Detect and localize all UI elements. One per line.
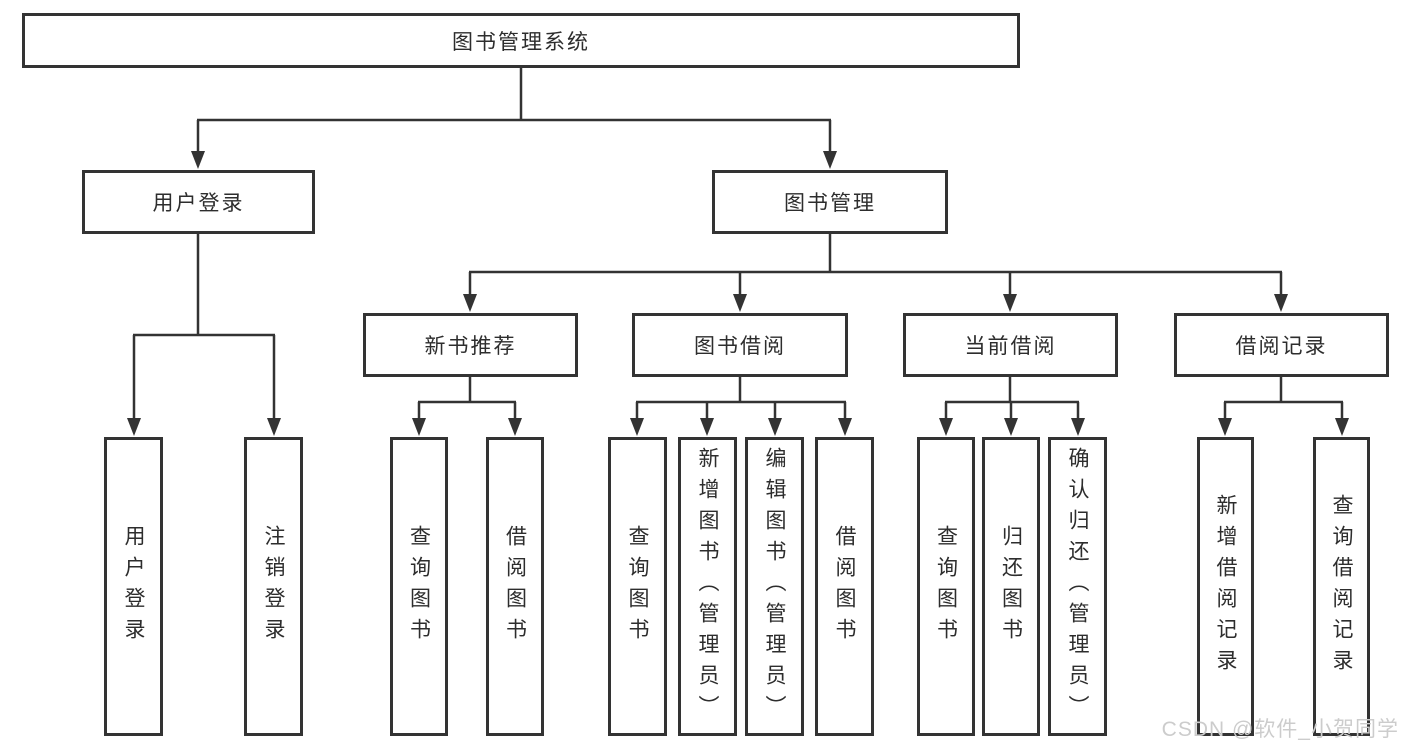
node-book-borrow: 图书借阅 <box>632 313 848 377</box>
leaf-user-login: 用户登录 <box>104 437 163 736</box>
node-label: 编辑图书（管理员） <box>763 447 786 726</box>
node-current-borrow: 当前借阅 <box>903 313 1118 377</box>
node-label: 查询借阅记录 <box>1330 493 1353 680</box>
node-label: 归还图书 <box>999 524 1023 649</box>
node-label: 新增图书（管理员） <box>696 447 719 726</box>
node-label: 确认归还（管理员） <box>1066 447 1089 726</box>
node-label: 借阅图书 <box>833 524 856 649</box>
node-user-login: 用户登录 <box>82 170 315 234</box>
node-label: 新增借阅记录 <box>1214 493 1237 680</box>
leaf-query-borrow-record: 查询借阅记录 <box>1313 437 1370 736</box>
leaf-return-books: 归还图书 <box>982 437 1040 736</box>
leaf-edit-books-admin: 编辑图书（管理员） <box>745 437 804 736</box>
node-label: 查询图书 <box>626 524 649 649</box>
leaf-add-books-admin: 新增图书（管理员） <box>678 437 737 736</box>
leaf-logout: 注销登录 <box>244 437 303 736</box>
node-library-management-system: 图书管理系统 <box>22 13 1020 68</box>
node-label: 用户登录 <box>122 524 145 649</box>
node-label: 查询图书 <box>934 524 958 649</box>
node-new-book-recommend: 新书推荐 <box>363 313 578 377</box>
node-borrow-records: 借阅记录 <box>1174 313 1389 377</box>
leaf-query-books-current: 查询图书 <box>917 437 975 736</box>
node-label: 借阅记录 <box>1235 335 1328 358</box>
leaf-borrow-books: 借阅图书 <box>815 437 874 736</box>
node-book-management: 图书管理 <box>712 170 948 234</box>
node-label: 当前借阅 <box>964 335 1057 358</box>
node-label: 图书管理 <box>784 192 876 215</box>
node-label: 查询图书 <box>407 524 431 649</box>
node-label: 新书推荐 <box>424 335 517 358</box>
node-label: 注销登录 <box>262 524 285 649</box>
leaf-query-books-recommend: 查询图书 <box>390 437 448 736</box>
csdn-watermark: CSDN @软件_小贺同学 <box>1161 718 1399 741</box>
node-label: 用户登录 <box>152 192 245 215</box>
leaf-query-books-borrow: 查询图书 <box>608 437 667 736</box>
leaf-confirm-return-admin: 确认归还（管理员） <box>1048 437 1107 736</box>
node-label: 图书管理系统 <box>452 30 590 54</box>
node-label: 图书借阅 <box>694 335 786 358</box>
node-label: 借阅图书 <box>503 524 527 649</box>
leaf-borrow-books-recommend: 借阅图书 <box>486 437 544 736</box>
leaf-add-borrow-record: 新增借阅记录 <box>1197 437 1254 736</box>
